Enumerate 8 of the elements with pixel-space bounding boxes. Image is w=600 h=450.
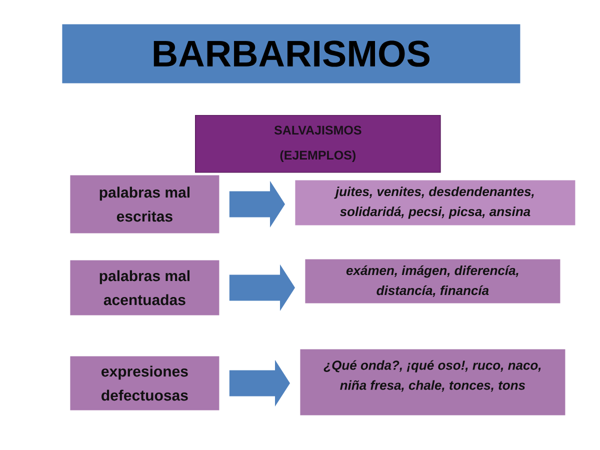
examples-box: ¿Qué onda?, ¡qué oso!, ruco, naco, niña fresa, chale, tonces, tons <box>300 349 566 416</box>
category-box: palabras mal acentuadas <box>70 260 220 316</box>
heading-box: SALVAJISMOS (EJEMPLOS) <box>195 115 441 173</box>
category-box: expresiones defectuosas <box>70 356 220 410</box>
examples-box: juites, venites, desdendenantes, solidaridá, pecsi, picsa, ansina <box>295 180 576 226</box>
title-banner: BARBARISMOS <box>62 24 520 84</box>
category-box: palabras mal escritas <box>70 175 220 234</box>
examples-box: exámen, imágen, diferencía, distancía, financía <box>305 259 560 304</box>
